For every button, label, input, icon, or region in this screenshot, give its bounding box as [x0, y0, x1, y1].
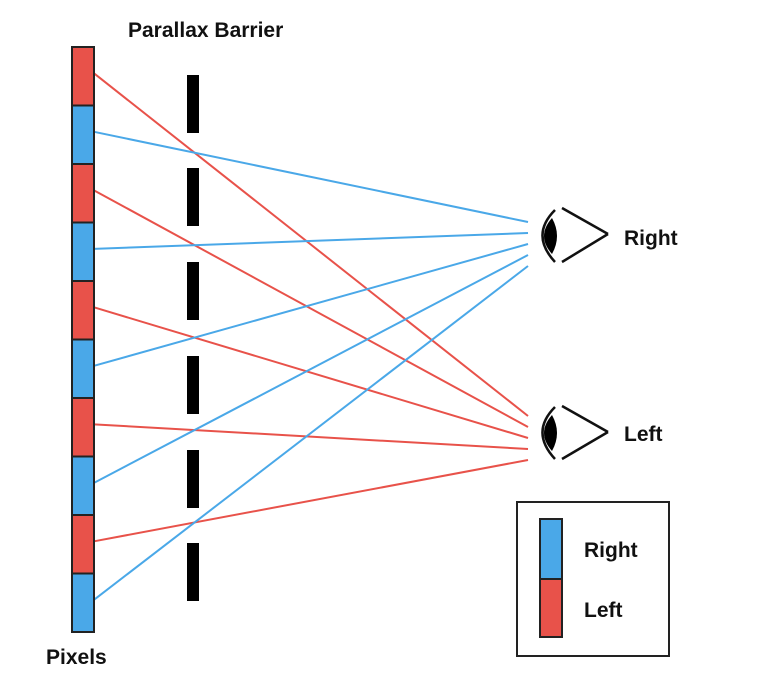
- light-rays: [93, 72, 529, 601]
- pixel-column: [71, 46, 95, 633]
- pixels-label: Pixels: [46, 646, 107, 669]
- barrier-segment: [187, 450, 199, 508]
- ray-right: [93, 130, 529, 223]
- ray-right: [93, 265, 529, 601]
- barrier-segment: [187, 262, 199, 320]
- barrier-segment: [187, 356, 199, 414]
- pixel-right: [71, 572, 95, 633]
- pixel-left: [71, 163, 95, 224]
- right-eye-icon: [541, 206, 609, 264]
- ray-left: [93, 306, 529, 439]
- pixel-left: [71, 514, 95, 575]
- pixel-left: [71, 397, 95, 458]
- diagram-title: Parallax Barrier: [128, 19, 283, 42]
- left-eye-label: Left: [624, 423, 663, 446]
- ray-left: [93, 459, 529, 543]
- barrier-segment: [187, 75, 199, 133]
- pixel-right: [71, 455, 95, 516]
- ray-right: [93, 243, 529, 367]
- ray-left: [93, 189, 529, 428]
- ray-left: [93, 72, 529, 417]
- pixel-left: [71, 280, 95, 341]
- legend-label-right: Right: [584, 539, 638, 562]
- pixel-left: [71, 46, 95, 107]
- ray-left: [93, 423, 529, 450]
- legend-swatch-left: [539, 578, 563, 638]
- right-eye-label: Right: [624, 227, 678, 250]
- legend-swatch-right: [539, 518, 563, 580]
- left-eye-icon: [541, 404, 609, 461]
- pixel-right: [71, 338, 95, 399]
- pixel-right: [71, 221, 95, 282]
- ray-right: [93, 254, 529, 484]
- legend: Right Left: [516, 501, 670, 657]
- pixel-right: [71, 104, 95, 165]
- legend-label-left: Left: [584, 599, 623, 622]
- barrier-segment: [187, 168, 199, 226]
- ray-right: [93, 232, 529, 250]
- barrier-segment: [187, 543, 199, 601]
- parallax-barrier: [187, 75, 199, 601]
